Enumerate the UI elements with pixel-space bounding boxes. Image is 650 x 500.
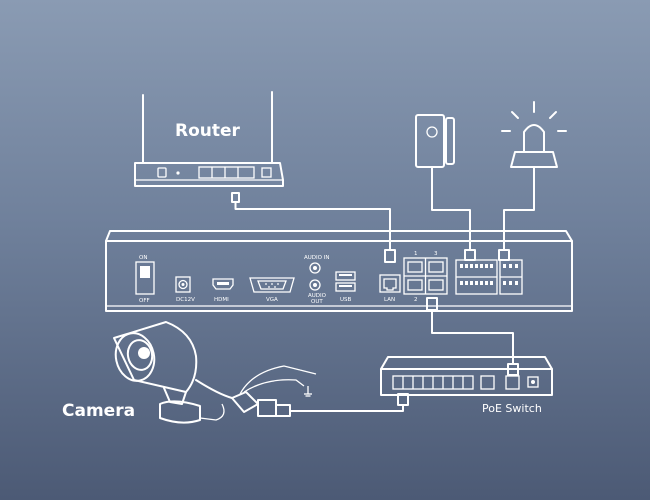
power-switch xyxy=(135,261,155,295)
usb-ports xyxy=(335,271,356,292)
power-on-label: ON xyxy=(139,255,147,261)
lan-port xyxy=(379,274,401,293)
power-off-label: OFF xyxy=(139,298,150,304)
vga-port xyxy=(249,277,295,293)
router-lan-cable xyxy=(231,192,396,263)
camera-label: Camera xyxy=(62,401,135,421)
dc-power-port xyxy=(175,276,191,293)
poe-switch-icon xyxy=(380,356,553,396)
audio-out-label-line1: AUDIO xyxy=(308,293,327,299)
audio-in-port xyxy=(309,262,321,274)
vga-label: VGA xyxy=(266,297,278,303)
poe-port-3-label: 3 xyxy=(434,251,438,257)
hdmi-port xyxy=(212,278,234,290)
nvr-icon: ON OFF DC12V HDMI VGA AUDIO IN xyxy=(105,230,573,312)
usb-label: USB xyxy=(340,297,352,303)
poe-ports xyxy=(403,257,448,295)
router-label: Router xyxy=(175,121,241,141)
audio-in-label: AUDIO IN xyxy=(304,255,329,261)
lan-label: LAN xyxy=(384,297,395,303)
alarm-terminal-block-left xyxy=(455,259,498,295)
poe-switch-label: PoE Switch xyxy=(482,402,542,415)
poe-port-2-label: 2 xyxy=(414,297,418,303)
nvr-poe-switch-cable xyxy=(426,297,519,376)
alarm-light-icon xyxy=(501,101,567,251)
switch-camera-cable xyxy=(275,393,409,417)
audio-out-port xyxy=(309,279,321,291)
dc-label: DC12V xyxy=(176,297,195,303)
hdmi-label: HDMI xyxy=(214,297,229,303)
door-sensor-icon xyxy=(415,114,471,251)
router-icon xyxy=(134,91,284,187)
alarm-terminal-block-right xyxy=(499,259,523,295)
poe-port-1-label: 1 xyxy=(414,251,418,257)
camera-icon xyxy=(113,321,317,424)
audio-out-label-line2: OUT xyxy=(311,299,323,305)
